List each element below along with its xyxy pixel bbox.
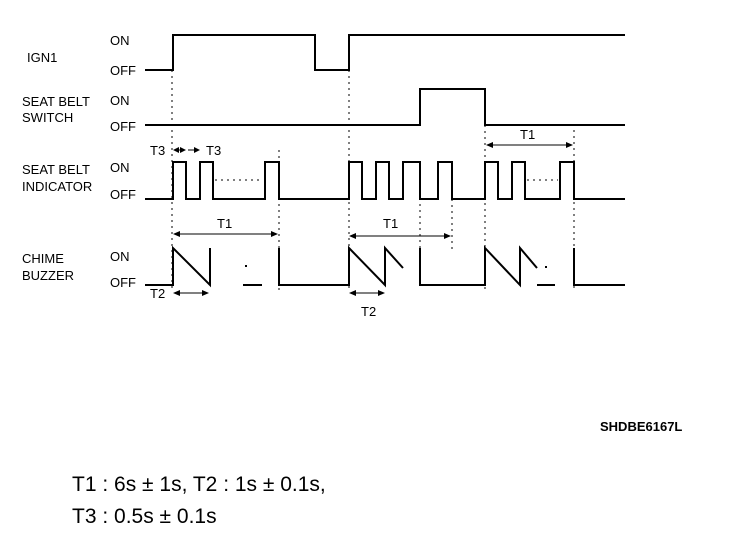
ign1-on-label: ON — [110, 33, 130, 48]
t3-arrow-left — [173, 147, 179, 153]
chime-buzzer-waveform-1 — [145, 245, 211, 288]
timing-note-line2: T3 : 0.5s ± 0.1s — [72, 505, 217, 528]
t1-label-first: T1 — [217, 216, 232, 231]
ign1-off-label: OFF — [110, 63, 136, 78]
ign1-waveform — [145, 34, 625, 71]
figure-id: SHDBE6167L — [600, 419, 682, 434]
chime-buzzer-waveform-2 — [278, 245, 404, 288]
chime-buzzer-waveform-3 — [419, 245, 538, 288]
t3-arrow-right — [180, 147, 186, 153]
chime-buzzer-waveform-4 — [573, 248, 625, 286]
ign1-label: IGN1 — [27, 50, 57, 65]
indicator-off-label: OFF — [110, 187, 136, 202]
t3-label-right: T3 — [206, 143, 221, 158]
switch-on-label: ON — [110, 93, 130, 108]
indicator-on-label: ON — [110, 160, 130, 175]
seat-belt-indicator-waveform — [145, 161, 625, 200]
seat-belt-indicator-label-line2: INDICATOR — [22, 179, 92, 194]
t2-arrow-left — [173, 290, 180, 296]
t1-arrow-left — [486, 142, 493, 148]
t1-arrow-right — [271, 231, 278, 237]
t3-arrow-right-2 — [194, 147, 200, 153]
buzzer-on-label: ON — [110, 249, 130, 264]
t2-label-second: T2 — [361, 304, 376, 319]
chime-buzzer-label-line2: BUZZER — [22, 268, 74, 283]
t1-label-second: T1 — [383, 216, 398, 231]
switch-off-label: OFF — [110, 119, 136, 134]
chime-buzzer-label-line1: CHIME — [22, 251, 64, 266]
seat-belt-indicator-label-line1: SEAT BELT — [22, 162, 90, 177]
t2-arrow-right — [202, 290, 209, 296]
t2-label-first: T2 — [150, 286, 165, 301]
t1-label-switch: T1 — [520, 127, 535, 142]
t2-arrow-left — [349, 290, 356, 296]
t3-label-left: T3 — [150, 143, 165, 158]
t2-arrow-right — [378, 290, 385, 296]
seat-belt-switch-waveform — [145, 88, 625, 126]
t1-arrow-right — [444, 233, 451, 239]
t1-arrow-right — [566, 142, 573, 148]
t1-arrow-left — [349, 233, 356, 239]
t1-arrow-left — [173, 231, 180, 237]
buzzer-off-label: OFF — [110, 275, 136, 290]
seat-belt-switch-label-line2: SWITCH — [22, 110, 73, 125]
timing-note-line1: T1 : 6s ± 1s, T2 : 1s ± 0.1s, — [72, 473, 326, 496]
seat-belt-switch-label-line1: SEAT BELT — [22, 94, 90, 109]
